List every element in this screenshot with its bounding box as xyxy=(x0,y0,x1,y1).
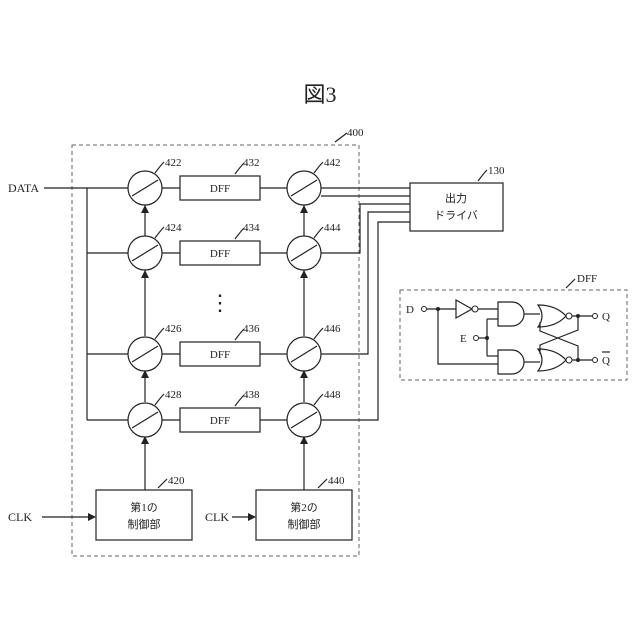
dff-detail-title: DFF xyxy=(577,273,597,285)
dff-qbar-terminal xyxy=(593,358,598,363)
dff-detail-leader xyxy=(566,279,575,288)
dff-d-terminal xyxy=(422,307,427,312)
ref-424-leader xyxy=(155,227,164,238)
ref-448: 448 xyxy=(324,389,341,401)
group-400-leader xyxy=(335,133,347,142)
control-block-440 xyxy=(256,490,352,540)
data-label: DATA xyxy=(8,181,39,195)
ref-446-leader xyxy=(314,328,323,339)
ref-428: 428 xyxy=(165,389,182,401)
ref-420: 420 xyxy=(168,475,185,487)
ref-424: 424 xyxy=(165,222,182,234)
figure-title: 図3 xyxy=(303,82,336,107)
ref-438: 438 xyxy=(243,389,260,401)
ref-422: 422 xyxy=(165,157,182,169)
dff-e-junction xyxy=(485,336,489,340)
clk2-label: CLK xyxy=(205,510,229,524)
arrow-ctrl2-4 xyxy=(300,205,308,213)
output-driver-box xyxy=(410,183,503,231)
dff-nor1-bubble xyxy=(566,313,572,319)
dff-438-label: DFF xyxy=(210,415,230,427)
dff-nor-gate-1 xyxy=(538,305,566,327)
ctrl2-label-2: 制御部 xyxy=(288,517,321,531)
row-3: DFF 426 436 446 xyxy=(128,323,341,371)
ref-442: 442 xyxy=(324,157,341,169)
arrow-ctrl1-4 xyxy=(141,205,149,213)
ellipsis: ⋮ xyxy=(209,290,231,315)
output-driver-label-2: ドライバ xyxy=(434,209,478,222)
clk1-label: CLK xyxy=(8,510,32,524)
ref-432: 432 xyxy=(243,157,260,169)
ref-440-leader xyxy=(318,479,327,488)
ref-440: 440 xyxy=(328,475,345,487)
row-2: DFF 424 434 444 xyxy=(128,222,341,270)
group-400-ref: 400 xyxy=(347,127,364,139)
dff-inverter xyxy=(456,300,472,318)
dff-nor2-bubble xyxy=(566,357,572,363)
ref-420-leader xyxy=(158,479,167,488)
dff-out-qbar-label: Q xyxy=(602,355,610,367)
arrow-ctrl1-3 xyxy=(141,270,149,278)
dff-qbar-junction xyxy=(576,358,580,362)
ctrl1-label-2: 制御部 xyxy=(128,517,161,531)
arrow-ctrl2-3 xyxy=(300,270,308,278)
clk2-arrow xyxy=(248,513,256,521)
ref-428-leader xyxy=(155,394,164,405)
dff-in-d-label: D xyxy=(406,304,414,316)
dff-and-gate-1 xyxy=(498,302,524,326)
ref-130-leader xyxy=(478,170,487,181)
ref-444: 444 xyxy=(324,222,341,234)
ref-444-leader xyxy=(314,227,323,238)
dff-q-terminal xyxy=(593,314,598,319)
ref-448-leader xyxy=(314,394,323,405)
control-block-420 xyxy=(96,490,192,540)
dff-434-label: DFF xyxy=(210,248,230,260)
dff-e-terminal xyxy=(474,336,479,341)
ref-426: 426 xyxy=(165,323,182,335)
dff-nor-gate-2 xyxy=(538,349,566,371)
dff-in-e-label: E xyxy=(460,333,467,345)
dff-out-q-label: Q xyxy=(602,311,610,323)
ctrl2-label-1: 第2の xyxy=(290,500,318,514)
ref-446: 446 xyxy=(324,323,341,335)
dff-436-label: DFF xyxy=(210,349,230,361)
dff-detail: DFF D E Q Q xyxy=(400,273,627,380)
ref-434: 434 xyxy=(243,222,260,234)
dff-and-gate-2 xyxy=(498,350,524,374)
output-driver-label-1: 出力 xyxy=(445,191,467,205)
row-4: DFF 428 438 448 xyxy=(128,389,341,437)
ref-426-leader xyxy=(155,328,164,339)
dff-432-label: DFF xyxy=(210,183,230,195)
dff-q-junction xyxy=(576,314,580,318)
ref-422-leader xyxy=(155,162,164,173)
dff-inverter-bubble xyxy=(472,306,478,312)
row-1: DFF 422 432 442 xyxy=(128,157,341,205)
ref-442-leader xyxy=(314,162,323,173)
clk1-arrow xyxy=(88,513,96,521)
ctrl1-label-1: 第1の xyxy=(130,500,158,514)
ref-130: 130 xyxy=(488,165,505,177)
ref-436: 436 xyxy=(243,323,260,335)
